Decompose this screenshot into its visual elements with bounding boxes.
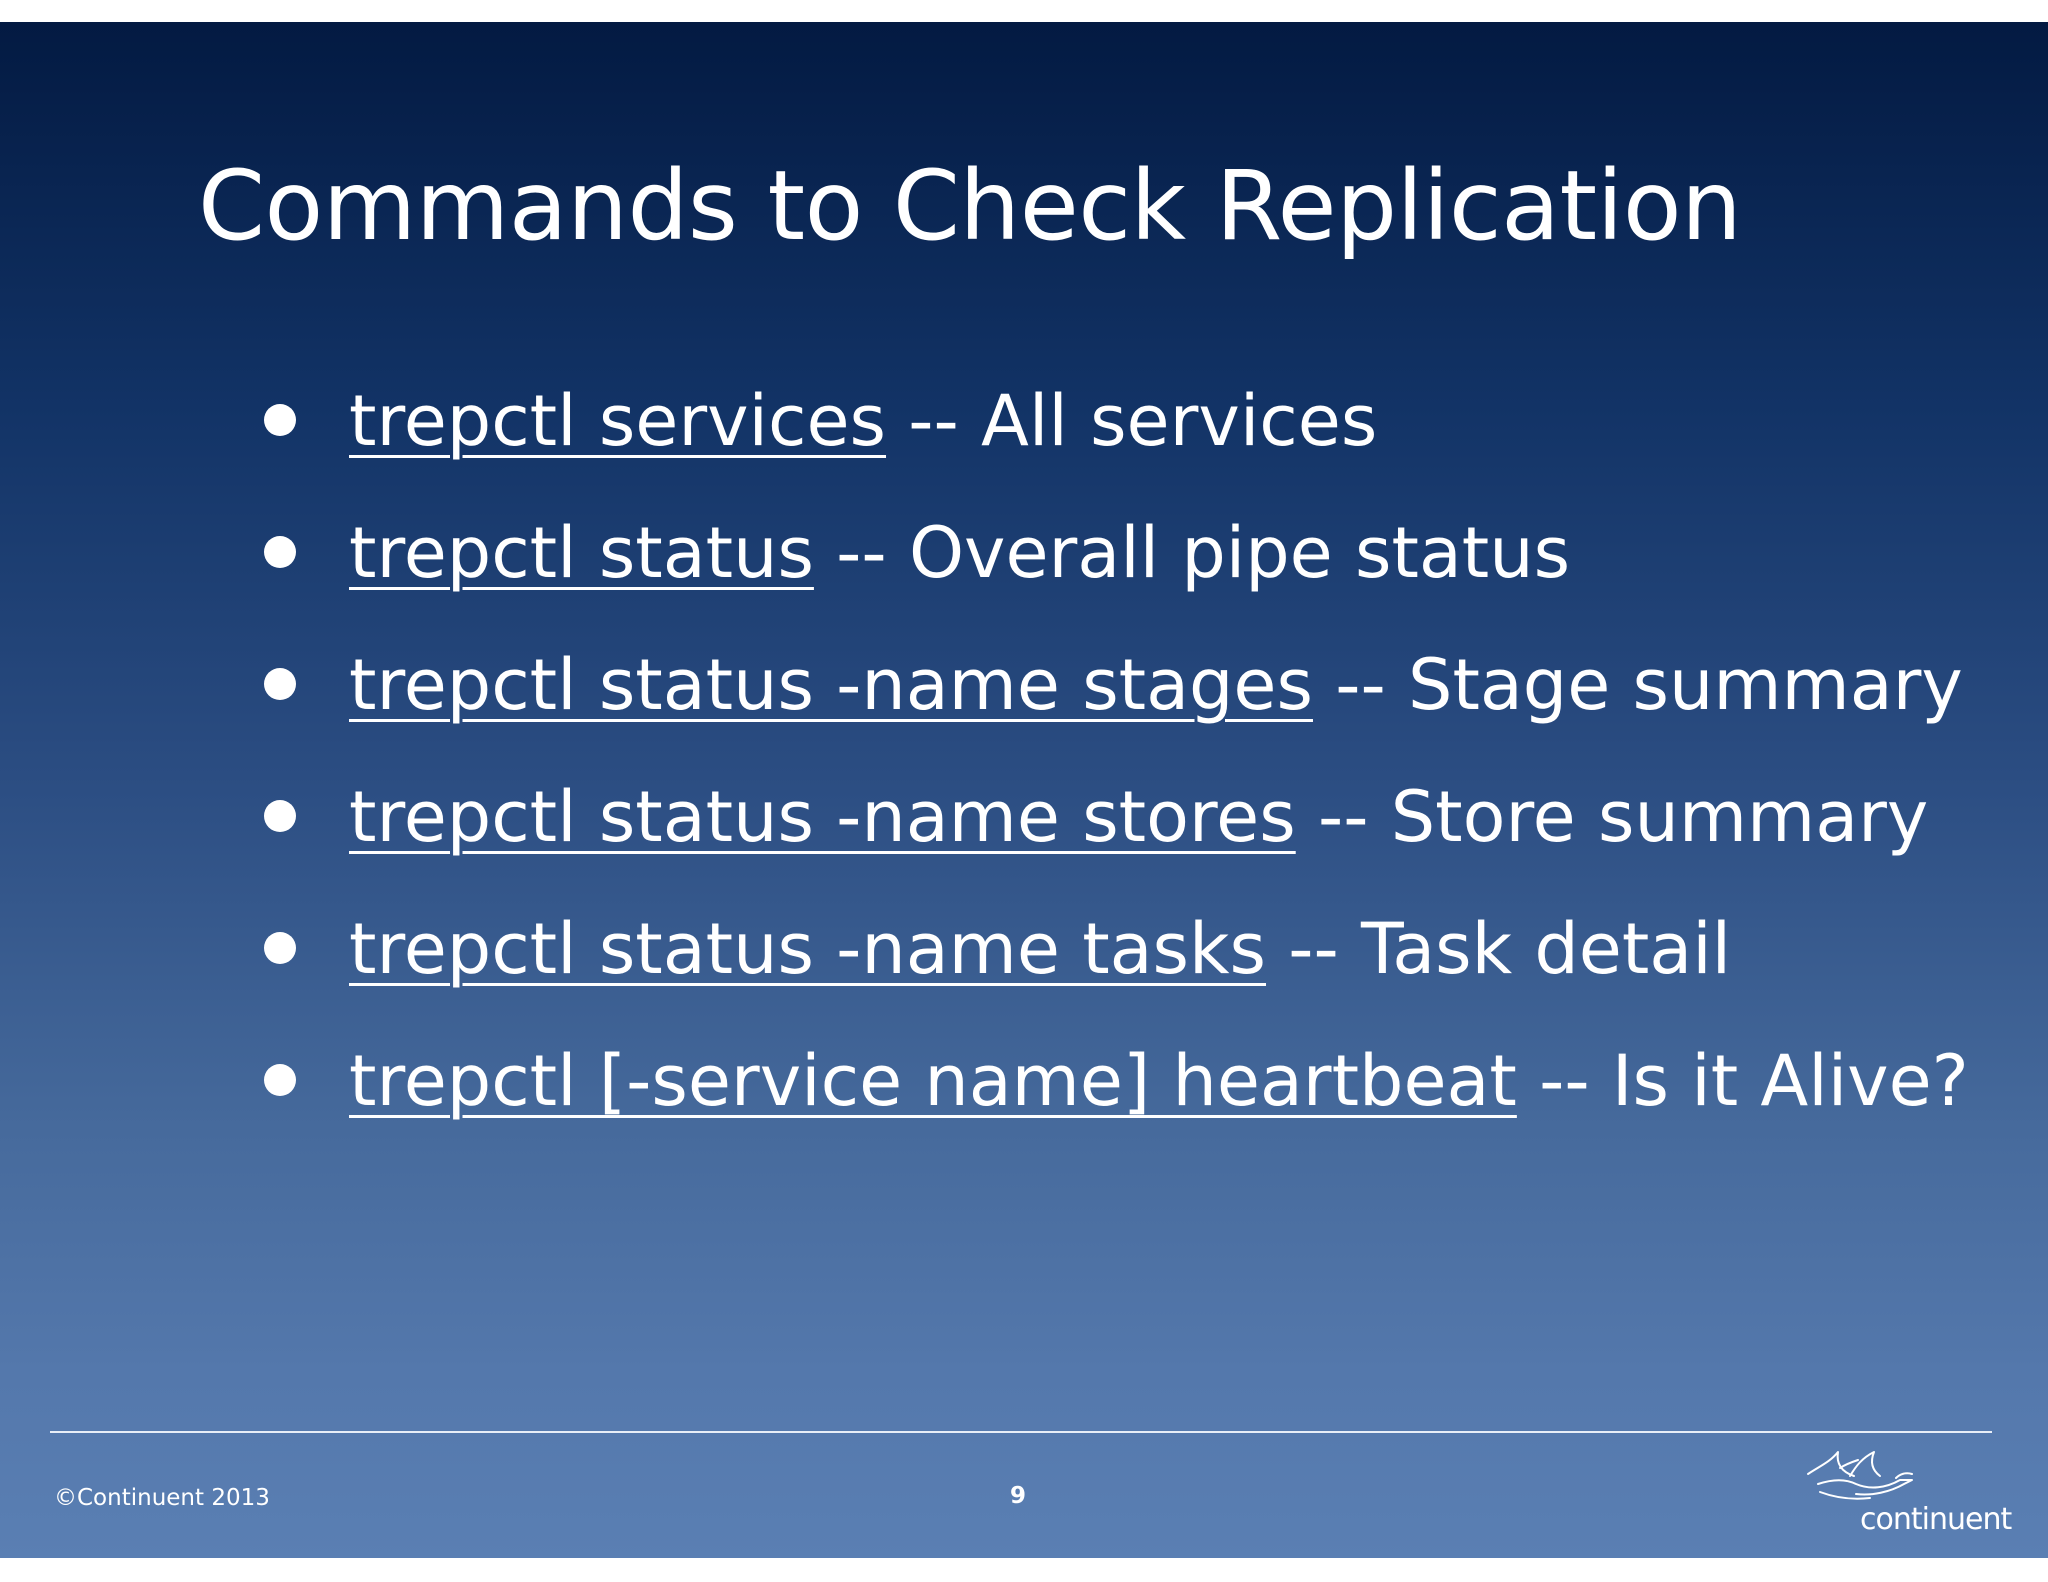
bullet-text: trepctl status -- Overall pipe status	[349, 494, 1570, 612]
bullet-text: trepctl [-service name] heartbeat -- Is …	[349, 1022, 1969, 1140]
bullet-text: trepctl status -name tasks -- Task detai…	[349, 890, 1731, 1008]
continuent-logo: continuent	[1800, 1444, 2012, 1544]
command-description: -- Stage summary	[1312, 644, 1963, 726]
bullet-text: trepctl services -- All services	[349, 362, 1377, 480]
command-description: -- Store summary	[1295, 776, 1929, 858]
bullet-dot-icon	[264, 536, 296, 568]
command-link[interactable]: trepctl [-service name] heartbeat	[349, 1040, 1517, 1122]
bullet-text: trepctl status -name stages -- Stage sum…	[349, 626, 1963, 744]
command-description: -- All services	[886, 380, 1378, 462]
command-link[interactable]: trepctl status	[349, 512, 814, 594]
bullet-dot-icon	[264, 668, 296, 700]
command-link[interactable]: trepctl status -name stages	[349, 644, 1313, 726]
bullet-dot-icon	[264, 932, 296, 964]
command-link[interactable]: trepctl status -name stores	[349, 776, 1296, 858]
command-link[interactable]: trepctl status -name tasks	[349, 908, 1267, 990]
logo-wordmark: continuent	[1860, 1502, 2012, 1537]
slide: Commands to Check Replication trepctl se…	[0, 22, 2048, 1558]
bullet-dot-icon	[264, 404, 296, 436]
command-description: -- Is it Alive?	[1516, 1040, 1969, 1122]
bird-logo-icon	[1807, 1451, 1913, 1500]
page-number: 9	[1010, 1483, 1027, 1509]
bullet-dot-icon	[264, 1064, 296, 1096]
copyright-text: ©Continuent 2013	[54, 1485, 270, 1511]
bullet-text: trepctl status -name stores -- Store sum…	[349, 758, 1928, 876]
footer-divider	[50, 1431, 1992, 1433]
command-description: -- Task detail	[1266, 908, 1732, 990]
bullet-dot-icon	[264, 800, 296, 832]
command-link[interactable]: trepctl services	[349, 380, 887, 462]
slide-title: Commands to Check Replication	[198, 150, 1742, 262]
command-description: -- Overall pipe status	[813, 512, 1571, 594]
